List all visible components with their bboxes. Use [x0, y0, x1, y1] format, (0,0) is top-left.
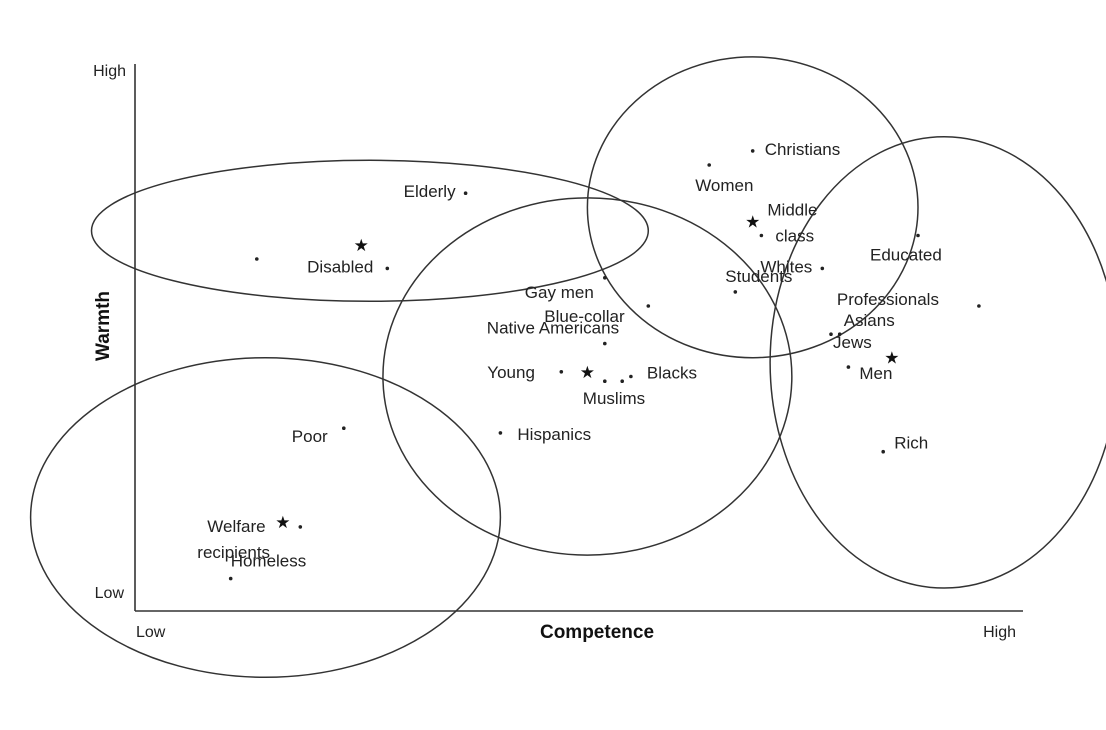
point-label: Elderly [404, 182, 456, 201]
star-icon: ★ [884, 349, 899, 369]
point-label: Gay men [525, 283, 594, 302]
data-point [629, 374, 633, 379]
star-icon: ★ [354, 236, 369, 256]
point-label: Disabled [307, 257, 373, 276]
cluster-ellipse-4 [769, 136, 1106, 589]
star-icon: ★ [580, 363, 595, 383]
data-point [298, 525, 303, 529]
cluster-ellipse-1 [90, 159, 650, 303]
point-label: Rich [894, 434, 928, 453]
data-point [228, 576, 233, 581]
point-label: Educated [870, 246, 942, 265]
data-point [385, 266, 390, 271]
point-label: Students [725, 267, 792, 286]
data-point [837, 332, 842, 337]
data-point [977, 304, 981, 308]
point-label: Young [487, 363, 535, 382]
point-label: Homeless [231, 552, 307, 571]
data-point [603, 276, 607, 280]
point-label: Whites [760, 257, 812, 276]
x-tick-high: High [983, 624, 1016, 641]
y-tick-high: High [93, 63, 126, 80]
point-label: Asians [844, 311, 895, 330]
point-label: Poor [292, 427, 328, 446]
point-label: Women [695, 176, 753, 195]
data-point [342, 426, 346, 431]
data-point [559, 370, 564, 374]
cluster-ellipse-3 [586, 56, 919, 359]
data-point [646, 304, 651, 308]
point-label: Professionals [837, 290, 939, 309]
cluster-ellipse-5 [29, 356, 502, 679]
data-point [916, 233, 920, 238]
clusters-layer [29, 56, 1106, 679]
data-point [603, 341, 607, 346]
data-point [498, 431, 503, 435]
point-label: Blacks [647, 364, 697, 383]
data-point [733, 290, 738, 294]
data-point [750, 149, 755, 153]
data-point [846, 365, 851, 369]
star-icon: ★ [745, 212, 760, 232]
point-label: Men [859, 364, 892, 383]
data-point [829, 332, 833, 337]
data-point [463, 191, 468, 195]
y-axis-title: Warmth [93, 291, 114, 361]
data-point [820, 266, 825, 271]
point-label: Christians [765, 140, 841, 159]
data-point [254, 257, 259, 261]
stars-layer: ★ ★ ★ ★ ★ [275, 212, 899, 533]
star-icon: ★ [275, 513, 290, 533]
x-tick-low: Low [136, 624, 166, 641]
data-point [881, 449, 885, 454]
point-label: Blue-collar [544, 307, 625, 326]
point-label: Hispanics [517, 425, 591, 444]
points-layer [228, 149, 981, 581]
data-point [620, 379, 624, 384]
point-label: Jews [833, 333, 872, 352]
y-tick-low: Low [95, 585, 125, 602]
point-label: Muslims [583, 389, 645, 408]
data-point [603, 379, 607, 384]
point-label: Native Americans [487, 319, 619, 338]
data-point [759, 233, 764, 238]
data-point [707, 163, 711, 167]
x-axis-title: Competence [540, 622, 654, 643]
